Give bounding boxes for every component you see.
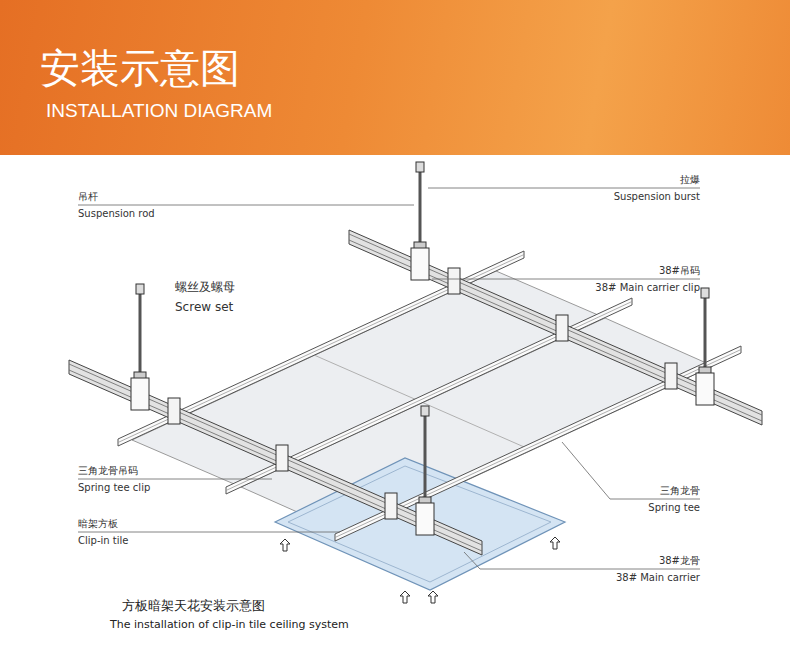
part-name: 38#吊码 <box>659 265 700 277</box>
part-name: 三角龙骨 <box>660 485 700 497</box>
part-name: 38# Main carrier clip <box>595 282 700 294</box>
part-name: Screw set <box>175 300 233 314</box>
part-name: 38#龙骨 <box>659 555 700 567</box>
part-name: 38# Main carrier <box>616 572 700 584</box>
caption-english: The installation of clip-in tile ceiling… <box>110 618 349 631</box>
page-title: 安装示意图 <box>40 44 240 92</box>
part-name: 暗架方板 <box>78 518 118 530</box>
part-name: 三角龙骨吊码 <box>78 465 138 477</box>
part-name: 拉爆 <box>680 174 700 186</box>
part-name: Suspension burst <box>614 191 700 203</box>
part-name: Spring tee <box>648 502 700 514</box>
part-name: Suspension rod <box>78 208 155 220</box>
part-name: Spring tee clip <box>78 482 150 494</box>
subtitle: INSTALLATION DIAGRAM <box>46 100 272 123</box>
part-name: 螺丝及螺母 <box>175 280 235 294</box>
part-name: Clip-in tile <box>78 535 128 547</box>
part-name: 吊杆 <box>78 191 98 203</box>
figure-caption: 方板暗架天花安装示意图 <box>122 598 265 614</box>
